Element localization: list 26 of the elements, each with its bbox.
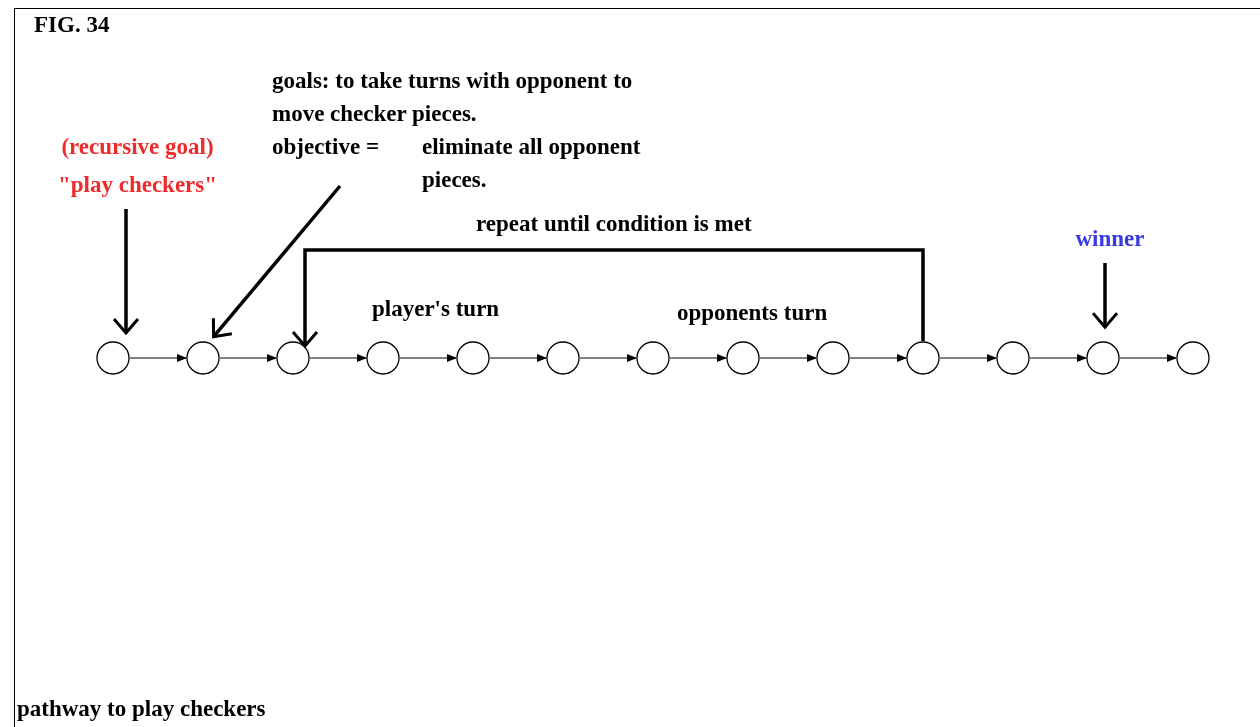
flow-arrow <box>1029 354 1087 362</box>
pointer-arrow <box>211 184 342 339</box>
flow-arrow <box>309 354 367 362</box>
flow-arrow <box>129 354 187 362</box>
flow-arrow <box>669 354 727 362</box>
goal-label: (recursive goal) <box>60 133 215 161</box>
goal-description: eliminate all opponent pieces. <box>422 133 642 194</box>
flow-arrow <box>399 354 457 362</box>
flow-arrow <box>849 354 907 362</box>
phase-label: opponents turn <box>677 299 828 327</box>
flow-arrow <box>219 354 277 362</box>
flow-arrow <box>489 354 547 362</box>
flow-arrow <box>939 354 997 362</box>
goal-description: objective = <box>272 133 380 161</box>
flow-arrow <box>1119 354 1177 362</box>
figure-title: FIG. 34 <box>34 12 110 38</box>
outcome-label: winner <box>1074 225 1146 253</box>
flow-arrow <box>579 354 637 362</box>
goal-label: "play checkers" <box>56 171 218 199</box>
flow-arrow <box>759 354 817 362</box>
goal-description: goals: to take turns with opponent to move checker pieces. <box>272 67 634 128</box>
phase-label: player's turn <box>372 295 500 323</box>
pointer-arrow <box>291 248 925 348</box>
figure-caption: pathway to play checkers <box>17 696 266 722</box>
pointer-arrow <box>112 209 140 335</box>
pointer-arrow <box>1091 263 1119 329</box>
